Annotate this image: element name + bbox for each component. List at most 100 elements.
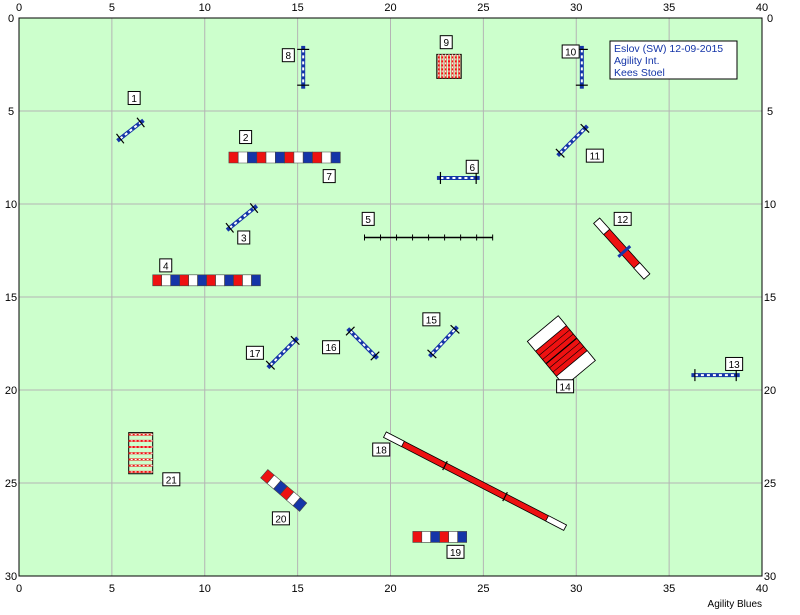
obstacle-1-jump bbox=[116, 117, 145, 144]
obstacle-13-jump bbox=[691, 369, 740, 382]
label-box bbox=[271, 511, 290, 526]
y-tick-label-right: 5 bbox=[767, 106, 773, 118]
label-number: 8 bbox=[286, 51, 292, 62]
obstacle-label-20: 20 bbox=[271, 511, 290, 526]
label-box bbox=[162, 472, 181, 487]
x-tick-label-top: 0 bbox=[16, 2, 22, 14]
seesaw-pivot bbox=[617, 244, 632, 258]
x-tick-label-top: 25 bbox=[477, 2, 489, 14]
tunnel-segment bbox=[215, 274, 225, 287]
tunnel-segment bbox=[274, 151, 285, 164]
y-tick-label-left: 20 bbox=[5, 385, 17, 397]
label-number: 17 bbox=[249, 349, 261, 360]
x-tick-label-bottom: 40 bbox=[756, 583, 768, 595]
tunnel-segment bbox=[197, 274, 207, 287]
obstacle-16-jump bbox=[345, 326, 380, 361]
label-box bbox=[322, 169, 336, 184]
label-box bbox=[561, 44, 580, 59]
jump-bar bbox=[430, 327, 457, 356]
obstacle-5-walk bbox=[363, 234, 494, 241]
label-number: 19 bbox=[450, 548, 462, 559]
aframe-slat bbox=[549, 342, 581, 369]
y-tick-label-left: 25 bbox=[5, 478, 17, 490]
x-tick-label-bottom: 0 bbox=[16, 583, 22, 595]
grid-lines bbox=[18, 17, 763, 577]
obstacle-17-jump bbox=[265, 335, 300, 370]
label-number: 3 bbox=[241, 233, 247, 244]
y-tick-label-left: 15 bbox=[5, 292, 17, 304]
obstacle-14-aframe bbox=[526, 315, 596, 387]
jump-bar-stripes bbox=[229, 207, 255, 229]
y-tick-label-right: 15 bbox=[764, 292, 776, 304]
obstacle-label-21: 21 bbox=[162, 472, 181, 487]
obstacle-label-19: 19 bbox=[446, 544, 465, 559]
obstacle-label-17: 17 bbox=[245, 345, 264, 360]
tunnel-segment bbox=[293, 151, 304, 164]
x-tick-label-top: 40 bbox=[756, 2, 768, 14]
label-box bbox=[439, 35, 453, 50]
dogwalk-support bbox=[442, 460, 448, 471]
tunnel-segment bbox=[251, 274, 261, 287]
y-tick-label-left: 0 bbox=[8, 13, 14, 25]
aframe-contact-zone bbox=[526, 315, 567, 352]
obstacle-label-12: 12 bbox=[613, 211, 632, 226]
tunnel-segment bbox=[206, 274, 216, 287]
obstacle-19-tunnel bbox=[412, 531, 468, 543]
jump-upright bbox=[225, 222, 235, 233]
info-event-line: Eslov (SW) 12-09-2015 bbox=[614, 43, 723, 55]
seesaw-contact-zone bbox=[593, 217, 611, 236]
label-box bbox=[322, 340, 341, 355]
tunnel-segment bbox=[321, 151, 332, 164]
x-tick-label-top: 10 bbox=[199, 2, 211, 14]
label-number: 2 bbox=[243, 133, 249, 144]
obstacle-label-1: 1 bbox=[127, 90, 141, 105]
label-number: 9 bbox=[443, 38, 449, 49]
label-number: 15 bbox=[426, 315, 438, 326]
label-box bbox=[465, 159, 479, 174]
y-tick-label-left: 5 bbox=[8, 106, 14, 118]
label-box bbox=[556, 379, 575, 394]
obstacle-label-8: 8 bbox=[281, 48, 295, 63]
label-box bbox=[239, 130, 253, 145]
obstacle-label-11: 11 bbox=[585, 148, 604, 163]
tunnel-segment bbox=[224, 274, 234, 287]
x-tick-label-bottom: 15 bbox=[292, 583, 304, 595]
dogwalk-support bbox=[502, 491, 508, 502]
course-info-box: Eslov (SW) 12-09-2015 Agility Int. Kees … bbox=[609, 40, 738, 80]
jump-bar bbox=[348, 329, 377, 358]
label-number: 10 bbox=[565, 47, 577, 58]
jump-bar bbox=[268, 338, 297, 367]
tunnel-segment bbox=[292, 496, 308, 512]
obstacle-label-9: 9 bbox=[439, 35, 453, 50]
obstacle-label-7: 7 bbox=[322, 169, 336, 184]
obstacle-label-14: 14 bbox=[556, 379, 575, 394]
obstacle-9-weave bbox=[436, 53, 462, 79]
tunnel-segment bbox=[302, 151, 313, 164]
jump-upright bbox=[555, 148, 565, 158]
obstacle-20-tunnel bbox=[260, 469, 308, 512]
label-box bbox=[237, 230, 251, 245]
x-tick-label-bottom: 25 bbox=[477, 583, 489, 595]
tunnel-segment bbox=[330, 151, 341, 164]
x-tick-label-bottom: 5 bbox=[109, 583, 115, 595]
obstacle-6-jump bbox=[436, 171, 480, 184]
jump-upright bbox=[249, 203, 259, 214]
label-number: 7 bbox=[326, 172, 332, 183]
seesaw-contact-zone bbox=[633, 262, 651, 280]
y-tick-label-right: 10 bbox=[764, 199, 776, 211]
jump-upright bbox=[427, 349, 437, 359]
obstacle-18-dogwalk bbox=[383, 431, 568, 531]
obstacles bbox=[116, 45, 740, 543]
obstacle-label-13: 13 bbox=[725, 356, 744, 371]
tunnel-segment bbox=[265, 151, 276, 164]
label-box bbox=[372, 442, 391, 457]
tunnel-segment bbox=[247, 151, 258, 164]
label-box bbox=[613, 211, 632, 226]
label-number: 12 bbox=[617, 215, 629, 226]
jump-upright bbox=[290, 335, 300, 346]
x-tick-label-bottom: 30 bbox=[570, 583, 582, 595]
aframe-slat bbox=[538, 329, 571, 356]
y-tick-label-right: 0 bbox=[767, 13, 773, 25]
